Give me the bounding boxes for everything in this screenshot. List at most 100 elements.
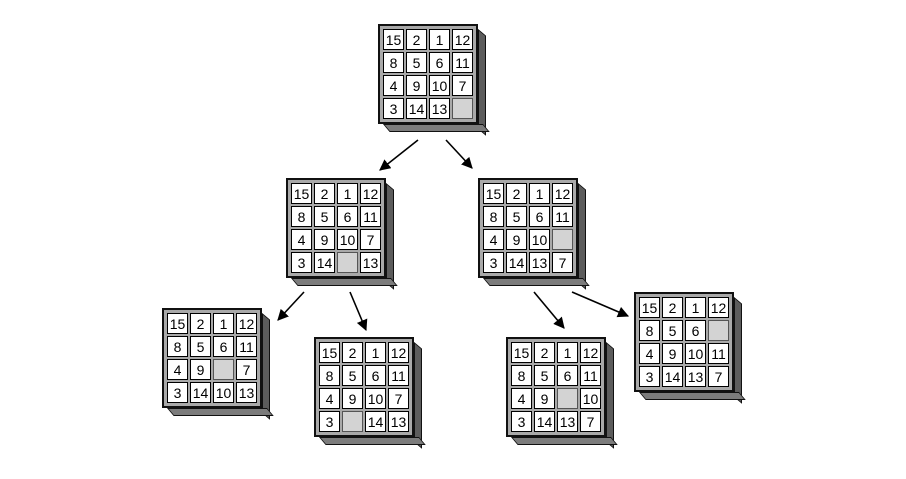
tile: 9	[406, 75, 427, 96]
tile: 7	[552, 252, 573, 273]
tile: 6	[557, 365, 578, 386]
puzzle-bevel	[478, 29, 486, 136]
tile: 15	[319, 342, 340, 363]
tile: 5	[190, 336, 211, 357]
tile: 4	[291, 229, 312, 250]
edge-level1-left-to-level2-b	[349, 291, 368, 332]
puzzle-bevel	[167, 408, 274, 416]
tile: 11	[452, 52, 473, 73]
tile: 3	[167, 382, 188, 403]
tile: 15	[639, 297, 660, 318]
puzzle-bevel	[483, 278, 590, 286]
tile: 11	[388, 365, 409, 386]
tile: 6	[529, 206, 550, 227]
tile: 7	[580, 411, 601, 432]
blank-tile	[552, 229, 573, 250]
tile: 13	[236, 382, 257, 403]
tile: 2	[506, 183, 527, 204]
tile: 14	[406, 98, 427, 119]
tile: 13	[360, 252, 381, 273]
tile: 2	[406, 29, 427, 50]
tile: 7	[708, 366, 729, 387]
tile: 10	[213, 382, 234, 403]
tile: 6	[685, 320, 706, 341]
tile: 3	[483, 252, 504, 273]
tile: 3	[319, 411, 340, 432]
tile: 10	[429, 75, 450, 96]
tile: 8	[483, 206, 504, 227]
tile: 11	[360, 206, 381, 227]
tile: 1	[213, 313, 234, 334]
tile: 5	[314, 206, 335, 227]
puzzle-bevel	[606, 342, 614, 449]
tile: 7	[236, 359, 257, 380]
puzzle-bevel	[386, 183, 394, 290]
tile: 9	[662, 343, 683, 364]
tile: 6	[337, 206, 358, 227]
tile: 4	[511, 388, 532, 409]
tile: 14	[662, 366, 683, 387]
tile: 4	[383, 75, 404, 96]
tile: 6	[429, 52, 450, 73]
tile: 13	[388, 411, 409, 432]
puzzle-bevel	[639, 392, 746, 400]
tile: 14	[314, 252, 335, 273]
tile: 5	[342, 365, 363, 386]
tile: 6	[213, 336, 234, 357]
tile: 8	[319, 365, 340, 386]
tile: 13	[529, 252, 550, 273]
tile: 5	[406, 52, 427, 73]
puzzle-bevel	[734, 297, 742, 404]
tile: 11	[236, 336, 257, 357]
puzzle-bevel	[511, 437, 618, 445]
tile: 1	[365, 342, 386, 363]
tile: 9	[534, 388, 555, 409]
tile: 11	[580, 365, 601, 386]
blank-tile	[452, 98, 473, 119]
edge-root-to-level1-right	[445, 139, 473, 169]
puzzle-bevel	[291, 278, 398, 286]
tile: 12	[552, 183, 573, 204]
tile: 15	[511, 342, 532, 363]
tile: 14	[365, 411, 386, 432]
tile: 6	[365, 365, 386, 386]
tile: 12	[388, 342, 409, 363]
tile: 7	[388, 388, 409, 409]
edge-level1-right-to-level2-d	[571, 291, 630, 318]
tile: 15	[167, 313, 188, 334]
tile: 7	[360, 229, 381, 250]
blank-tile	[342, 411, 363, 432]
tile: 13	[685, 366, 706, 387]
tile: 11	[708, 343, 729, 364]
tile: 10	[337, 229, 358, 250]
tile: 12	[452, 29, 473, 50]
tile: 13	[557, 411, 578, 432]
tile: 2	[662, 297, 683, 318]
puzzle-bevel	[319, 437, 426, 445]
edge-level1-left-to-level2-a	[277, 291, 305, 321]
blank-tile	[708, 320, 729, 341]
tile: 15	[383, 29, 404, 50]
tile: 7	[452, 75, 473, 96]
tile: 2	[314, 183, 335, 204]
puzzle-bevel	[414, 342, 422, 449]
tile: 8	[291, 206, 312, 227]
tile: 9	[314, 229, 335, 250]
blank-tile	[337, 252, 358, 273]
edge-level1-right-to-level2-c	[533, 291, 565, 329]
tile: 1	[529, 183, 550, 204]
tile: 5	[662, 320, 683, 341]
tile: 8	[511, 365, 532, 386]
tile: 10	[529, 229, 550, 250]
